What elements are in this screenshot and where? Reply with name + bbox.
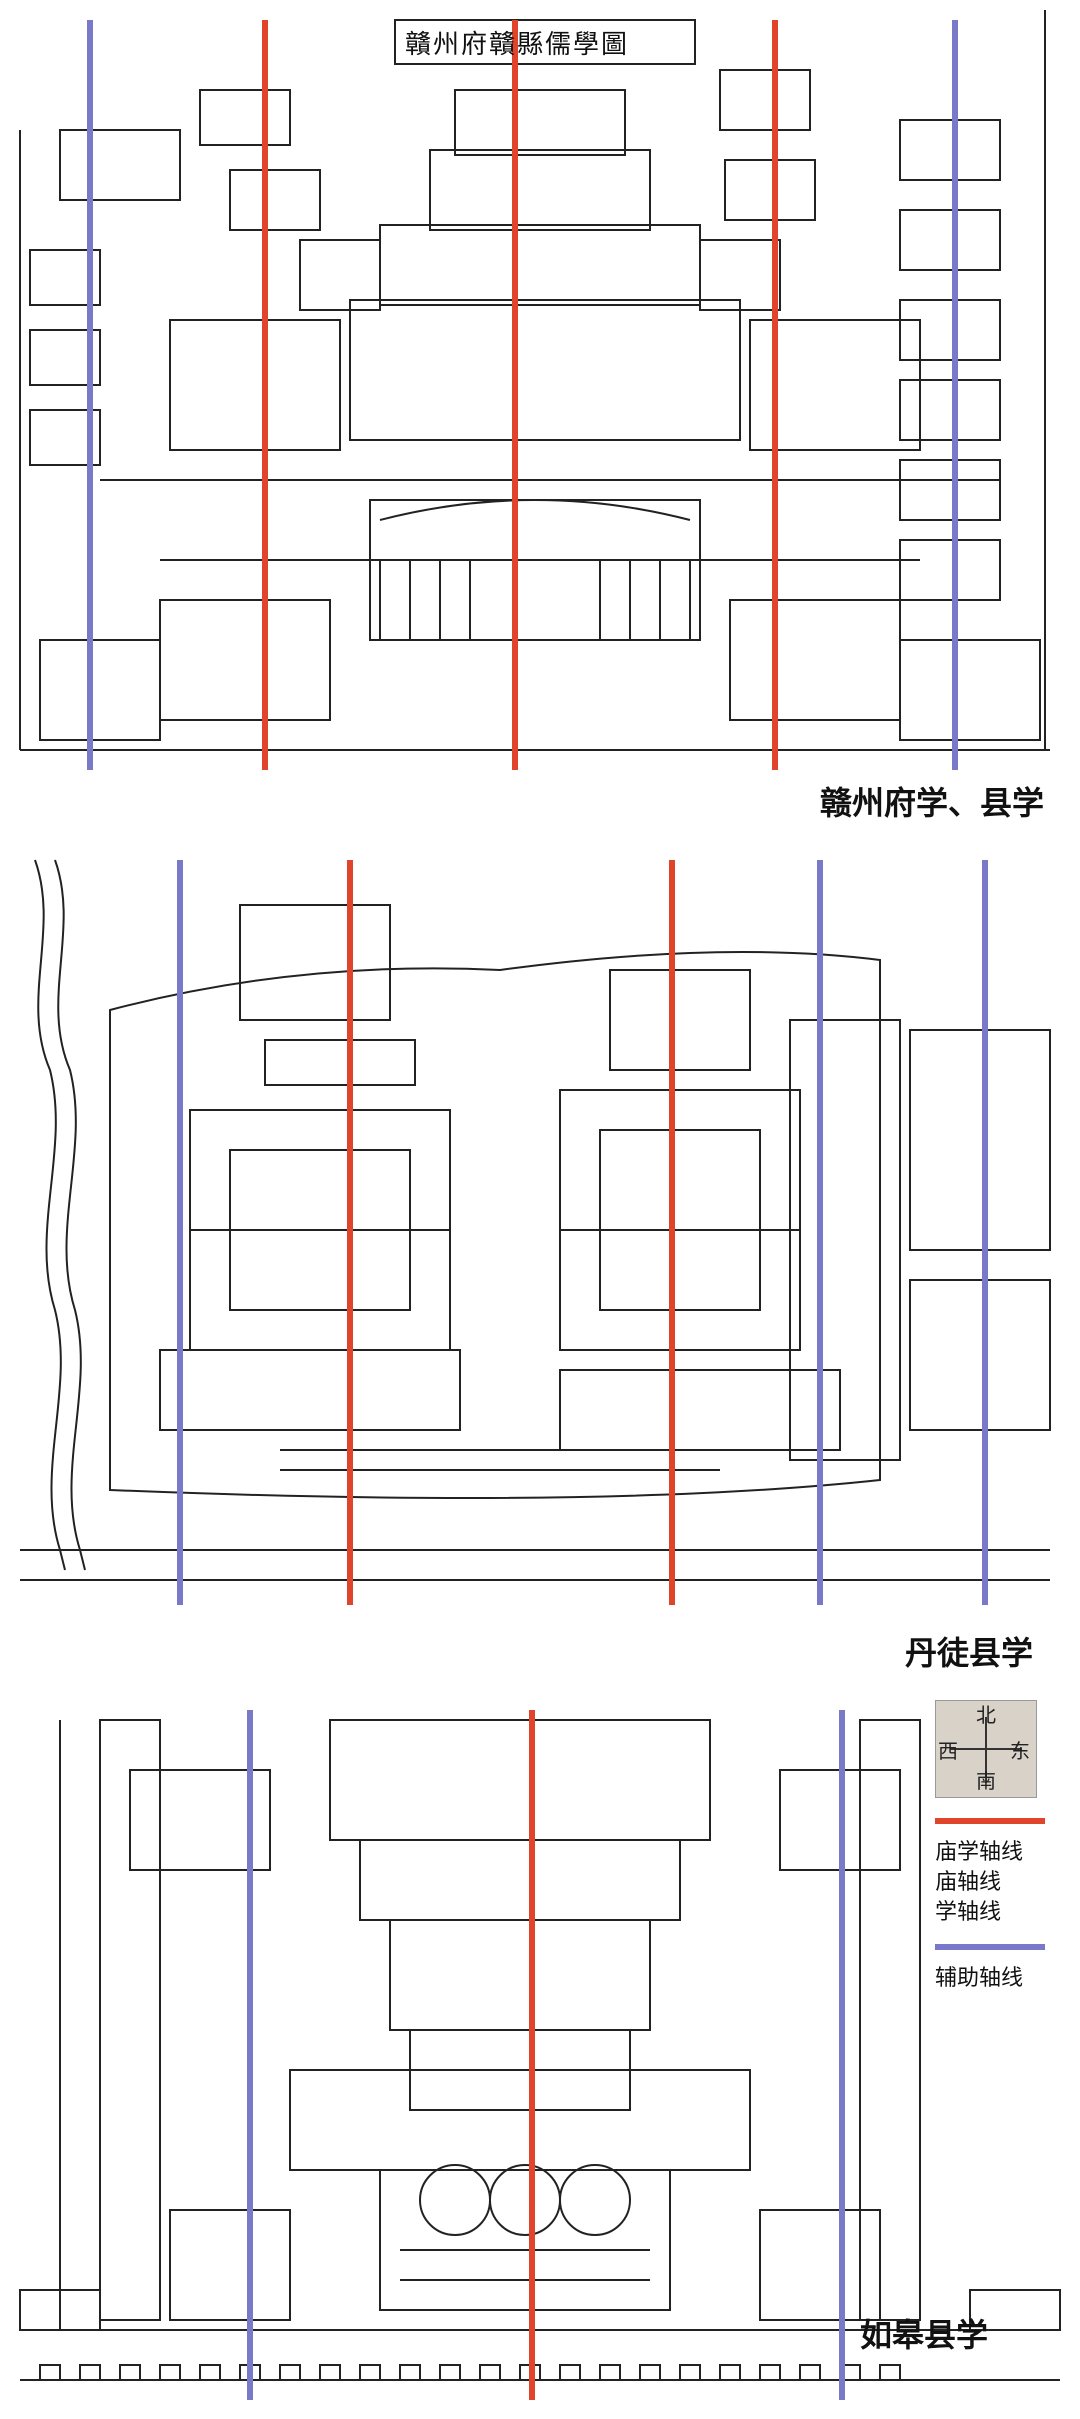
legend-temple-school-axis: 庙学轴线	[935, 1840, 1024, 1865]
rugao-map-drawing	[19, 1710, 1061, 2400]
compass-south: 南	[976, 1769, 996, 1793]
ganzhou-title-plaque: 贛州府贛縣儒學圖	[405, 30, 630, 60]
dantu-map-drawing	[20, 859, 1051, 1605]
compass-rose: 北 西 东 南	[935, 1700, 1037, 1798]
legend-blue-swatch	[935, 1944, 1045, 1950]
legend-school-axis: 学轴线	[935, 1900, 1002, 1925]
ganzhou-map-drawing	[19, 10, 1050, 770]
panel-rugao: 如皋县学	[0, 1690, 1080, 2419]
compass-north: 北	[976, 1703, 996, 1727]
compass-east: 东	[1010, 1739, 1030, 1763]
compass-west: 西	[938, 1739, 958, 1763]
caption-dantu: 丹徒县学	[905, 1634, 1034, 1672]
legend-red-swatch	[935, 1818, 1045, 1824]
legend-auxiliary-axis: 辅助轴线	[935, 1966, 1024, 1991]
caption-rugao: 如皋县学	[860, 2316, 989, 2354]
panel-ganzhou: 贛州府贛縣儒學圖 赣州府学、县学	[0, 0, 1080, 822]
legend-temple-axis: 庙轴线	[935, 1870, 1002, 1895]
compass-vertical-line	[985, 1717, 987, 1783]
caption-ganzhou: 赣州府学、县学	[820, 784, 1045, 822]
panel-dantu: 丹徒县学	[0, 850, 1080, 1672]
